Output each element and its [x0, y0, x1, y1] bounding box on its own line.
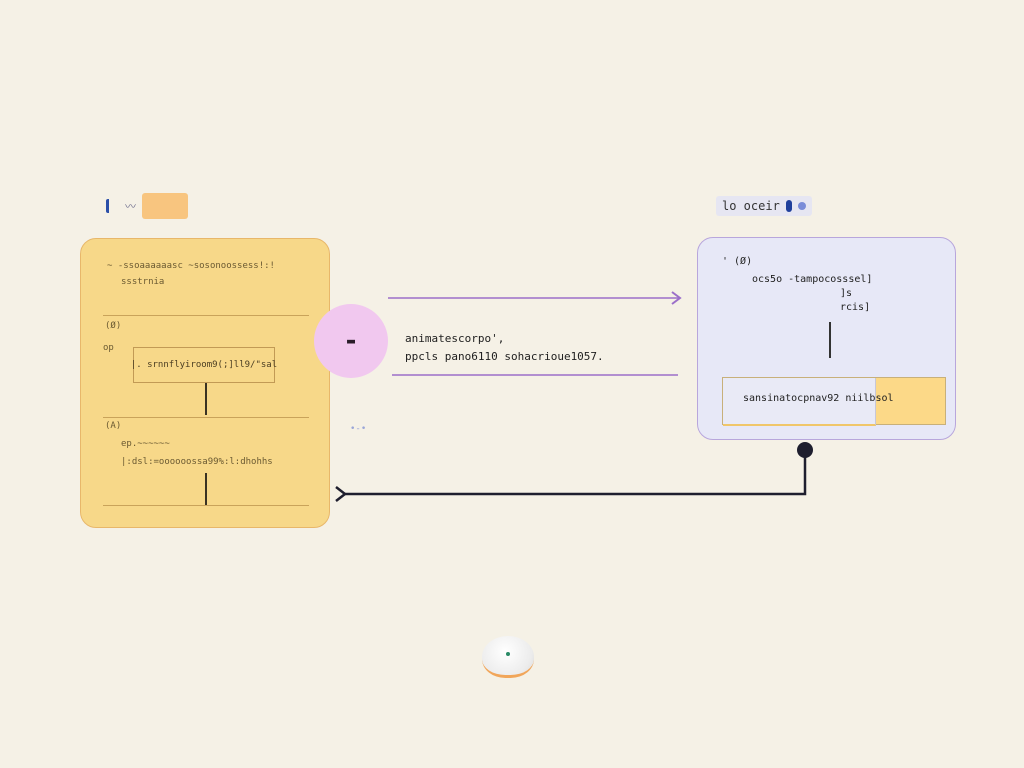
- left-panel-connector: [205, 473, 207, 505]
- left-panel-subtitle: ssstrnia: [121, 277, 165, 287]
- left-panel-connector: [205, 383, 207, 415]
- left-panel-header: 〰: [106, 193, 188, 219]
- bubble-dot: [506, 652, 510, 656]
- return-arrow-origin-dot: [797, 442, 813, 458]
- right-panel-line: ' (Ø): [722, 256, 753, 267]
- section-a-label: (Ø): [105, 321, 122, 331]
- left-panel-rule: [103, 315, 309, 316]
- bookmark-icon: [106, 199, 119, 213]
- right-panel-connector: [829, 322, 831, 358]
- right-panel-box: sansinatocpnav92 niilbsol: [722, 377, 946, 426]
- right-panel-box-inner: [723, 378, 876, 426]
- return-arrow: [335, 450, 807, 502]
- small-dots: •-•: [350, 424, 367, 434]
- left-panel: ~ -ssoaaaaaasc ~sosonoossess!:! ssstrnia…: [80, 238, 330, 528]
- left-panel-header-text: ~ -ssoaaaaaasc ~sosonoossess!:!: [107, 261, 275, 271]
- right-panel-header: lo oceir: [716, 196, 812, 216]
- color-swatch: [142, 193, 188, 219]
- section-b-line: |:dsl:=oooooossa99%:l:dhohhs: [121, 457, 273, 467]
- right-panel-line: rcis]: [840, 302, 871, 313]
- left-panel-rule: [103, 417, 309, 418]
- right-header-label: lo oceir: [722, 199, 780, 213]
- right-panel: ' (Ø) ocs5o -tampocosssel] ]s rcis] sans…: [697, 237, 956, 440]
- center-code-line: ppcls pano6110 sohacrioue1057.: [405, 350, 604, 363]
- right-panel-line: ]s: [840, 288, 853, 299]
- right-panel-line: ocs5o -tampocosssel]: [752, 274, 873, 285]
- bubble-icon: [482, 636, 534, 678]
- circle-icon: [797, 202, 806, 210]
- left-panel-rule: [103, 505, 309, 506]
- section-a-note: op: [103, 343, 114, 353]
- wave-icon: 〰: [125, 200, 136, 213]
- section-b-label: (A): [105, 421, 122, 431]
- center-code-line: animatescorpo',: [405, 332, 505, 345]
- left-panel-box: |. srnnflyiroom9(;]ll9/"sal: [130, 347, 278, 383]
- center-code: animatescorpo', ppcls pano6110 sohacriou…: [405, 330, 604, 366]
- center-node: -: [314, 304, 388, 378]
- drop-icon: [785, 200, 792, 212]
- left-panel-box-label: |. srnnflyiroom9(;]ll9/"sal: [130, 360, 278, 370]
- right-panel-box-text: sansinatocpnav92 niilbsol: [743, 393, 894, 404]
- center-node-symbol: -: [345, 326, 357, 356]
- section-b-subtitle: ep.~~~~~~: [121, 439, 170, 449]
